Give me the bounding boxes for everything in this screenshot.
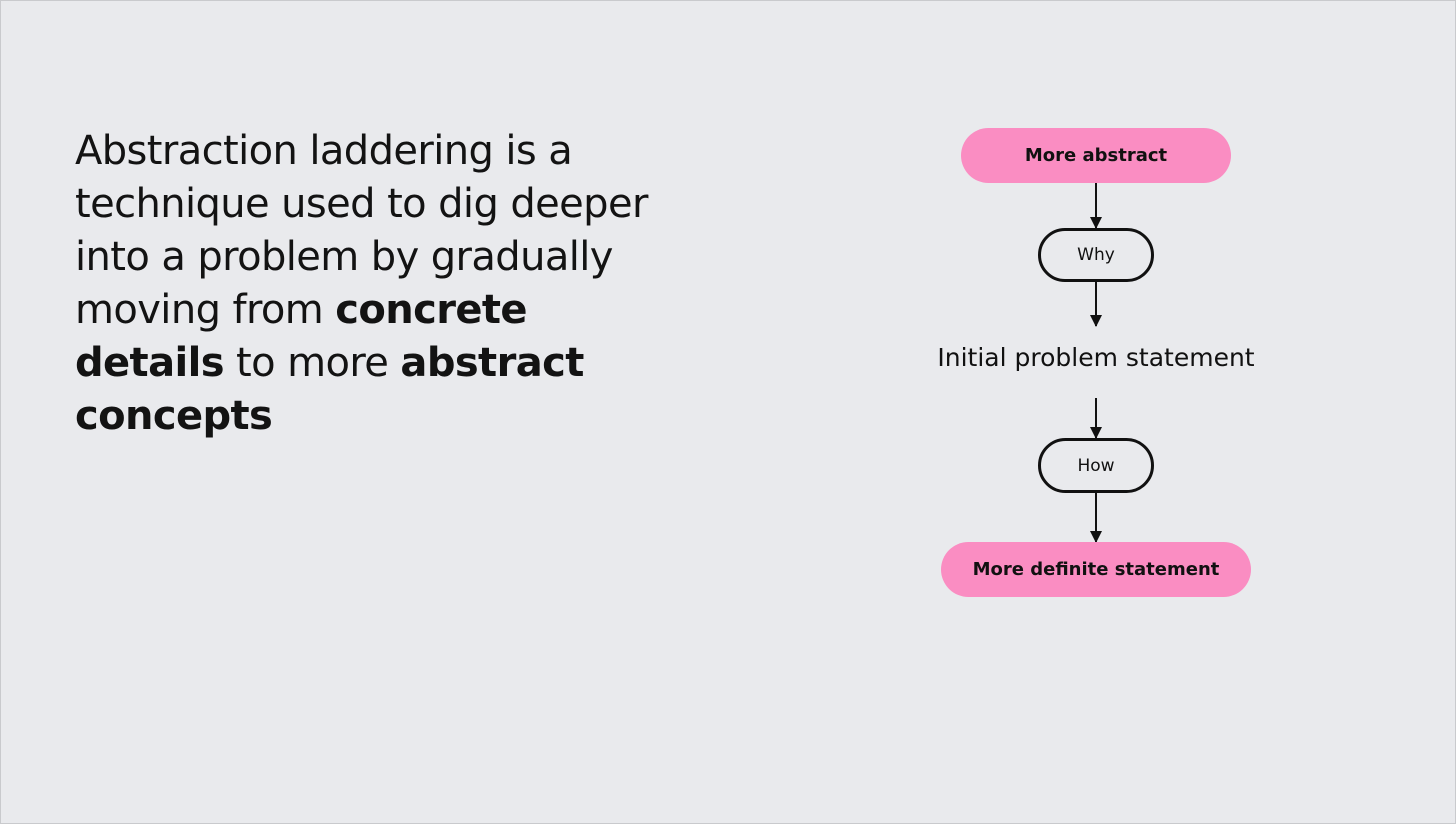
- why-node: Why: [1038, 228, 1154, 282]
- headline-text-2: to more: [223, 340, 401, 386]
- headline-text-1: Abstraction laddering is a technique use…: [75, 128, 648, 333]
- how-node: How: [1038, 438, 1154, 493]
- arrow-down-3: [1090, 398, 1102, 439]
- more-abstract-node: More abstract: [961, 128, 1231, 183]
- more-definite-node: More definite statement: [941, 542, 1251, 597]
- arrow-down-2: [1090, 282, 1102, 327]
- initial-problem-statement: Initial problem statement: [937, 343, 1255, 372]
- arrow-down-4: [1090, 493, 1102, 543]
- headline: Abstraction laddering is a technique use…: [75, 125, 675, 443]
- headline-emphasis-abstract: abstract concepts: [75, 340, 584, 439]
- arrow-down-1: [1090, 183, 1102, 229]
- headline-emphasis-concrete: concrete details: [75, 287, 528, 386]
